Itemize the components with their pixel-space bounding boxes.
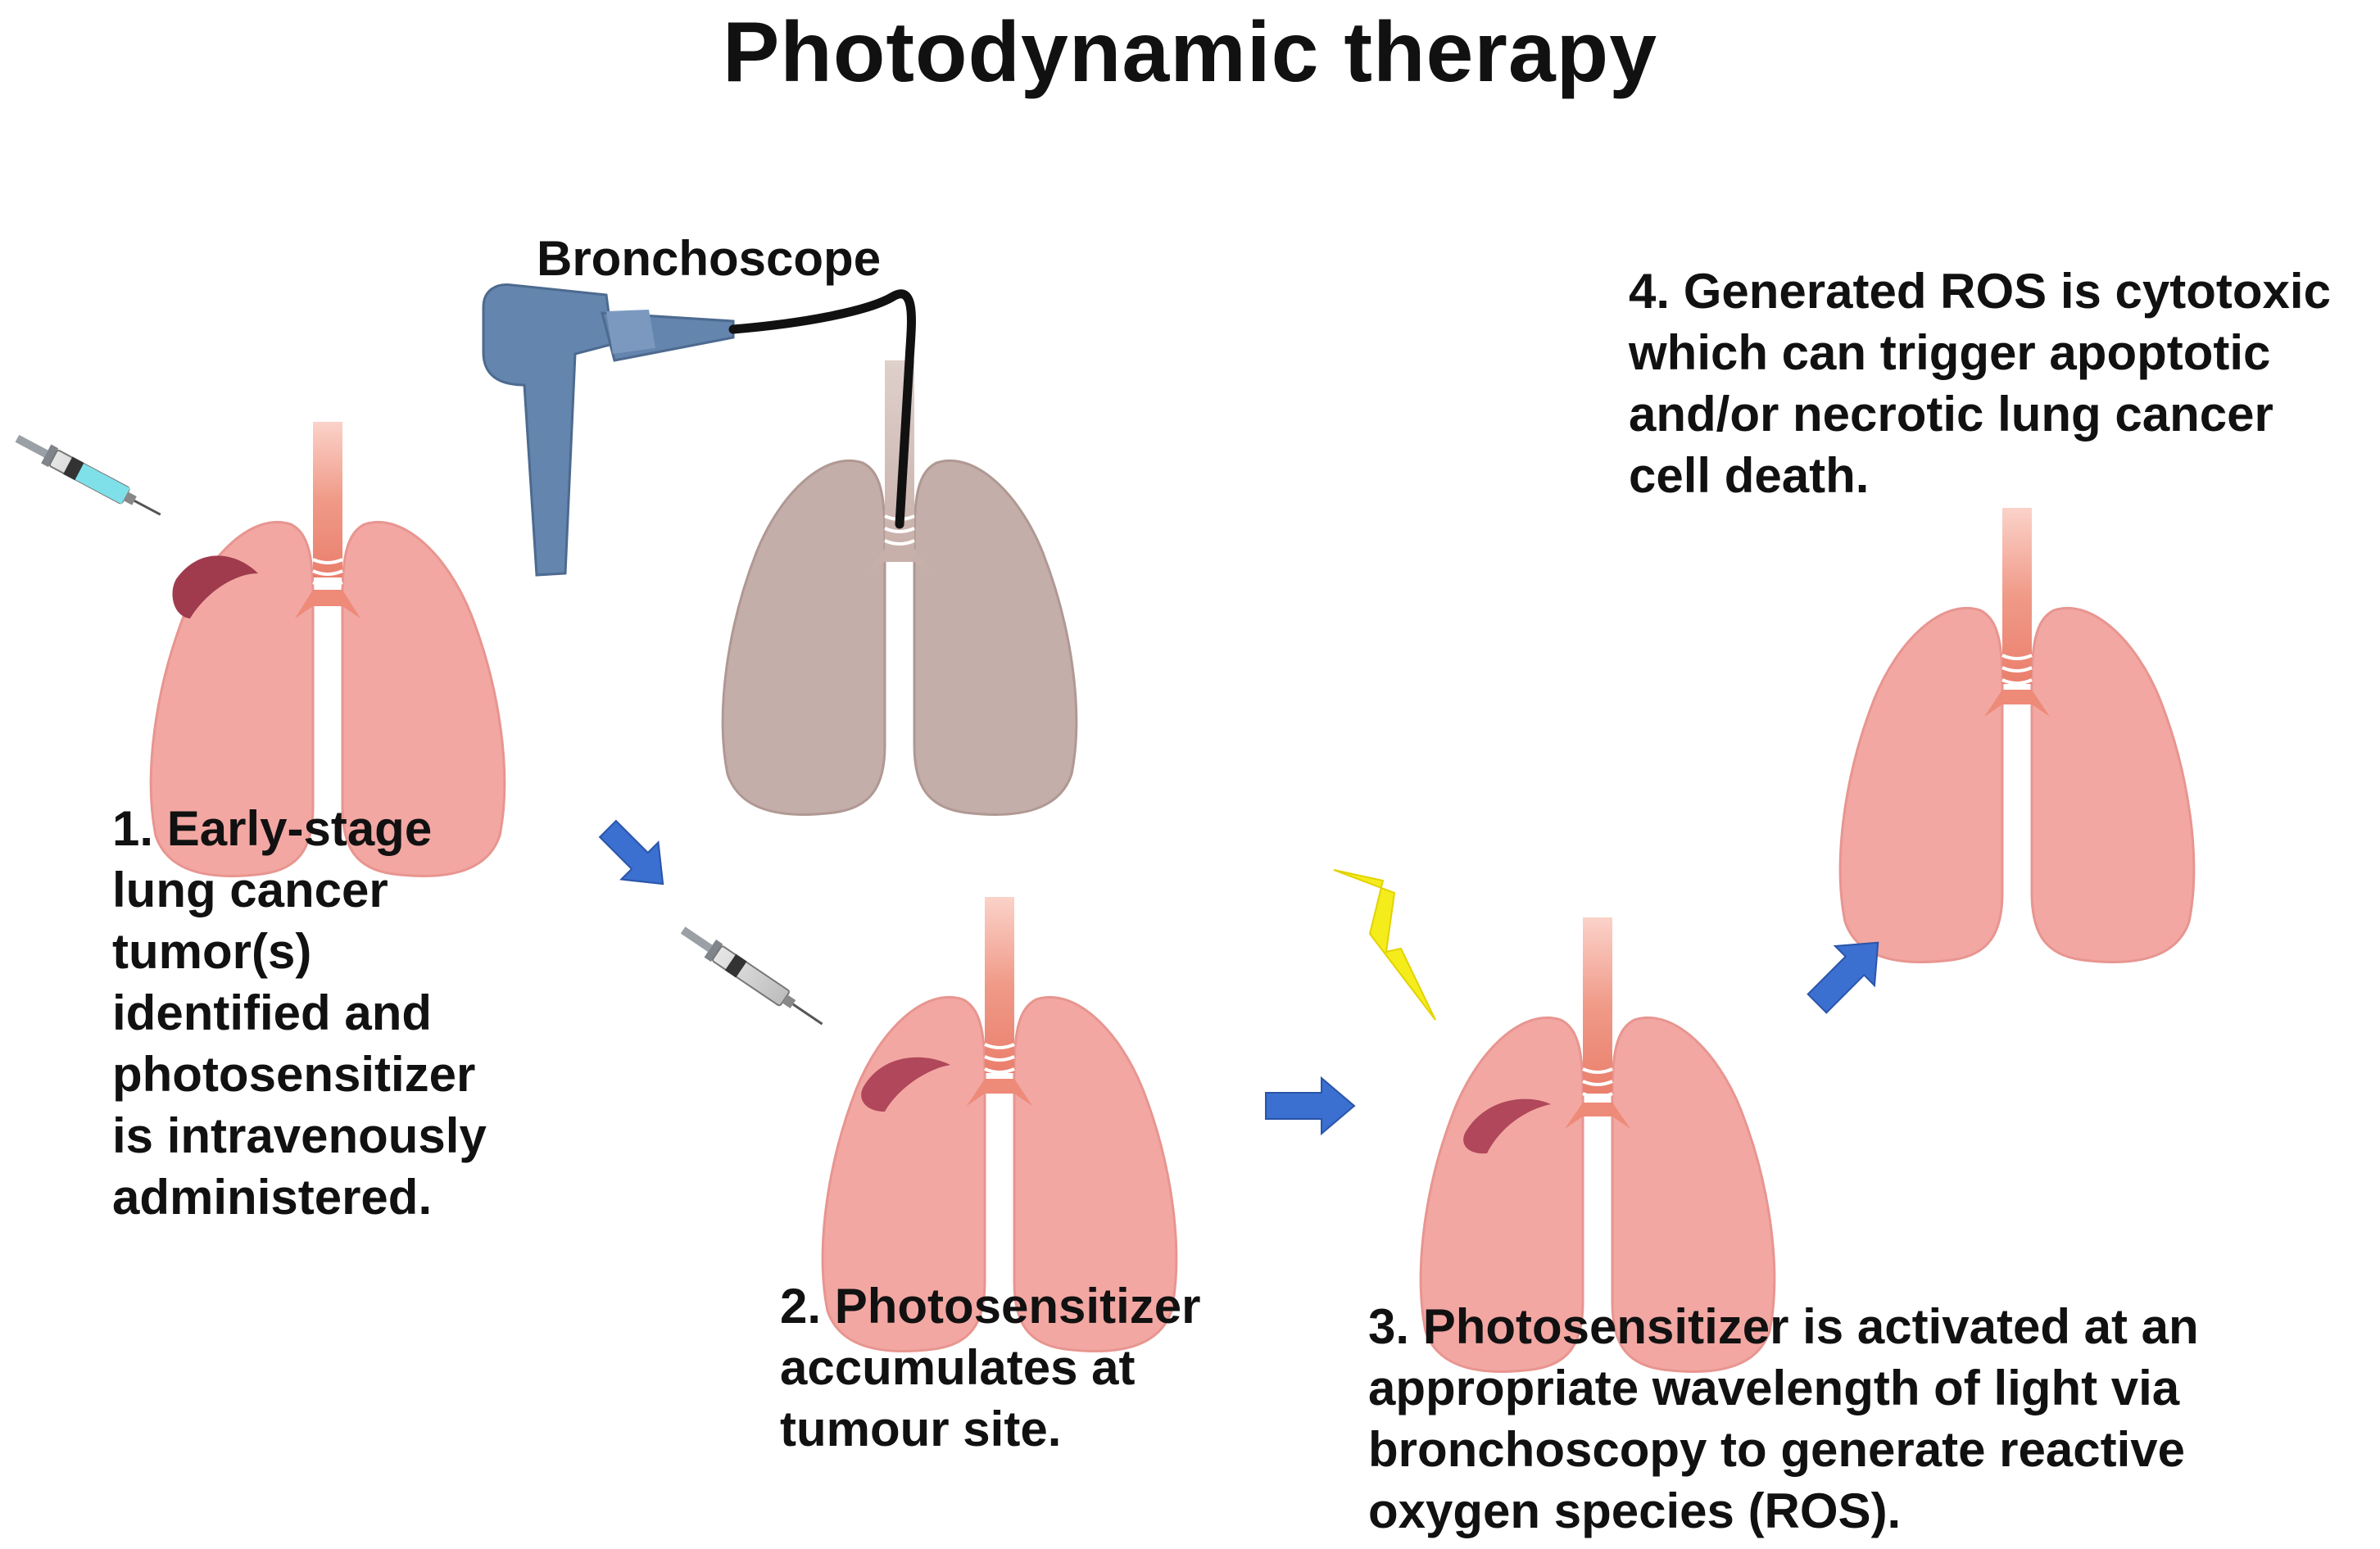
lung-lobe xyxy=(721,459,886,816)
step-3-text: 3. Photosensitizer is activated at an ap… xyxy=(1368,1299,2199,1538)
arrow-icon xyxy=(1265,1076,1356,1136)
bronchoscope-icon xyxy=(482,283,916,577)
lungs-icon xyxy=(821,897,1178,1352)
lungs-icon xyxy=(1419,917,1776,1373)
lung-lobe xyxy=(821,995,986,1352)
lung-lobe xyxy=(1838,606,2004,963)
bronchoscope-label: Bronchoscope xyxy=(537,231,882,286)
lung-lobe xyxy=(341,520,506,877)
lungs-icon xyxy=(721,360,1078,816)
syringe-icon xyxy=(680,926,823,1026)
diagram-title: Photodynamic therapy xyxy=(722,5,1658,100)
step-1-text: 1. Early-stage lung cancer tumor(s) iden… xyxy=(112,801,487,1225)
lungs-icon xyxy=(149,422,506,877)
arrow-icon xyxy=(1807,941,1879,1014)
lightning-icon xyxy=(1333,869,1436,1021)
lung-lobe xyxy=(913,459,1078,816)
step-4-text: 4. Generated ROS is cytotoxic which can … xyxy=(1629,264,2331,503)
step-2-text: 2. Photosensitizer accumulates at tumour… xyxy=(780,1279,1201,1456)
lungs-icon xyxy=(1838,508,2196,963)
syringe-icon xyxy=(15,434,161,516)
lung-lobe xyxy=(1611,1016,1776,1373)
lung-lobe xyxy=(2030,606,2196,963)
lung-lobe xyxy=(1013,995,1178,1352)
arrow-icon xyxy=(598,819,664,885)
